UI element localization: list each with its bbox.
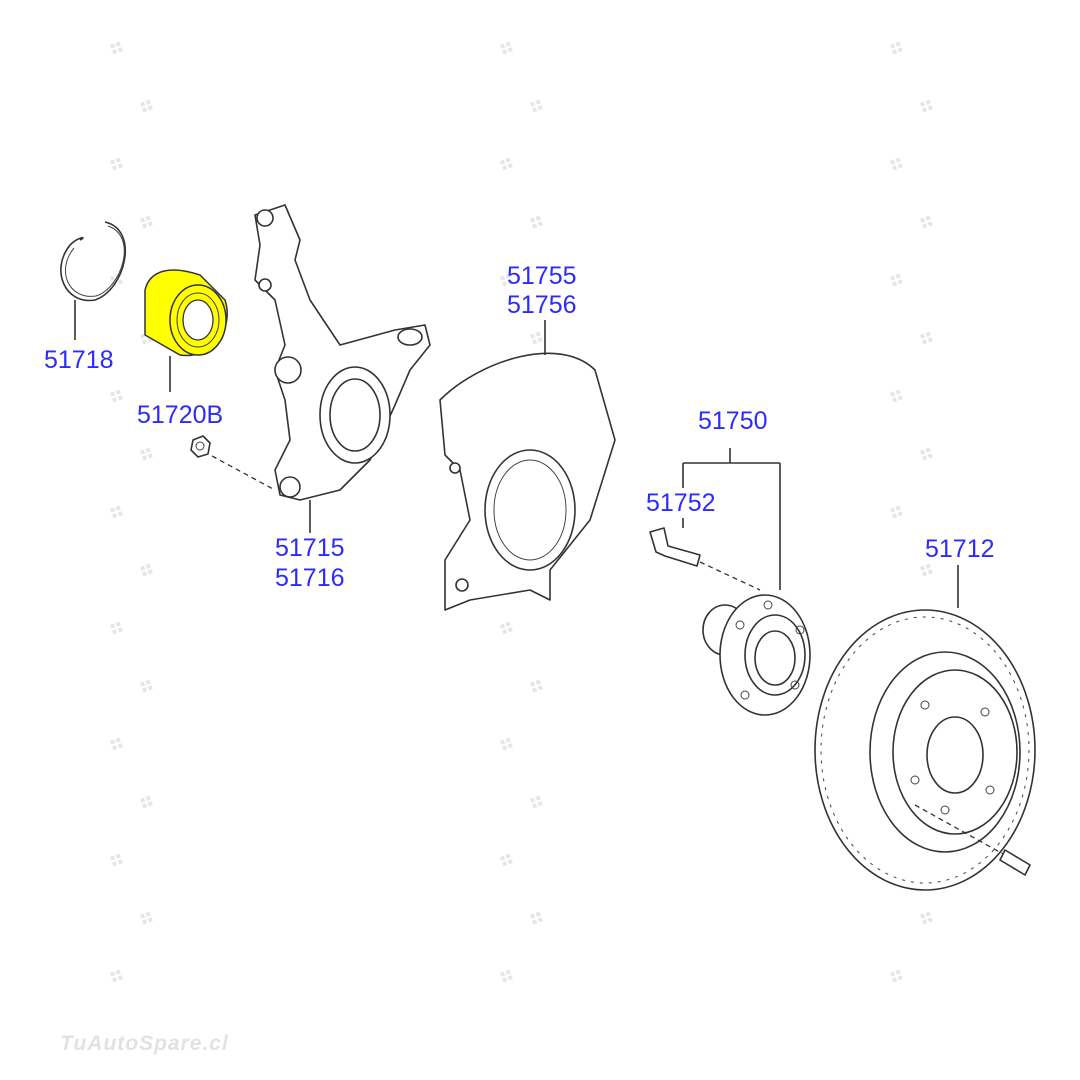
hub-bolt-51752[interactable]	[649, 518, 761, 591]
watermark-logo-icon	[140, 911, 153, 925]
steering-knuckle-51715[interactable]	[254, 204, 431, 533]
wheel-bearing-51720B[interactable]	[144, 269, 228, 392]
watermark-logo-icon	[890, 389, 903, 403]
watermark-logo-icon	[110, 853, 123, 867]
watermark-logo-icon	[109, 621, 123, 635]
watermark-logo-icon	[920, 563, 933, 577]
watermark-logo-icon	[140, 563, 153, 577]
watermark-logo-icon	[889, 969, 903, 983]
watermark-logo-icon	[889, 505, 903, 519]
dust-cover-51755[interactable]	[439, 320, 616, 611]
label-51715: 51715	[275, 534, 345, 562]
watermark-logo-icon	[889, 273, 903, 287]
watermark-text: TuAutoSpare.cl	[60, 1032, 229, 1055]
watermark-logo-icon	[530, 911, 543, 925]
watermark-logo-icon	[920, 911, 933, 925]
label-51750: 51750	[698, 407, 768, 435]
watermark-logo-icon	[920, 447, 933, 461]
watermark-logo-icon	[110, 969, 123, 983]
nut[interactable]	[190, 435, 276, 491]
label-51755: 51755	[507, 262, 577, 290]
label-51756: 51756	[507, 291, 577, 319]
watermark-logo-icon	[529, 99, 543, 113]
watermark-logo-icon	[499, 41, 513, 55]
watermark-logo-icon	[529, 795, 543, 809]
watermark-logo-icon	[920, 215, 933, 229]
watermark-logo-icon	[110, 389, 123, 403]
watermark-logo-icon	[920, 331, 933, 345]
wheel-hub-51750[interactable]	[682, 448, 811, 716]
label-51716: 51716	[275, 564, 345, 592]
watermark-logo-icon	[140, 795, 153, 809]
watermark-logo-icon	[530, 215, 543, 229]
brake-disc-51712[interactable]	[814, 565, 1036, 891]
watermark-logo-icon	[500, 273, 513, 287]
watermark-logo-icon	[110, 157, 123, 171]
label-51712: 51712	[925, 535, 995, 563]
watermark-logo-icon	[499, 853, 513, 867]
watermark-logo-icon	[499, 969, 513, 983]
watermark-logo-icon	[889, 41, 903, 55]
watermark-logo-icon	[140, 215, 153, 229]
watermark-logo-icon	[499, 621, 513, 635]
watermark-logo-icon	[529, 679, 543, 693]
watermark-logo-icon	[140, 99, 153, 113]
watermark-logo-icon	[110, 41, 123, 55]
label-51720B: 51720B	[137, 401, 223, 429]
snap-ring-51718[interactable]	[60, 221, 127, 340]
label-51752: 51752	[646, 489, 716, 517]
watermark-logo-icon	[110, 505, 123, 519]
watermark-logo-icon	[110, 737, 123, 751]
label-51718: 51718	[44, 346, 114, 374]
watermark-logo-icon	[140, 679, 153, 693]
watermark-logo-icon	[529, 331, 543, 345]
watermark-logo-icon	[140, 447, 153, 461]
watermark-logo-icon	[500, 157, 513, 171]
watermark-logo-icon	[889, 157, 903, 171]
watermark-logo-icon	[920, 99, 933, 113]
watermark-logo-icon	[500, 737, 513, 751]
